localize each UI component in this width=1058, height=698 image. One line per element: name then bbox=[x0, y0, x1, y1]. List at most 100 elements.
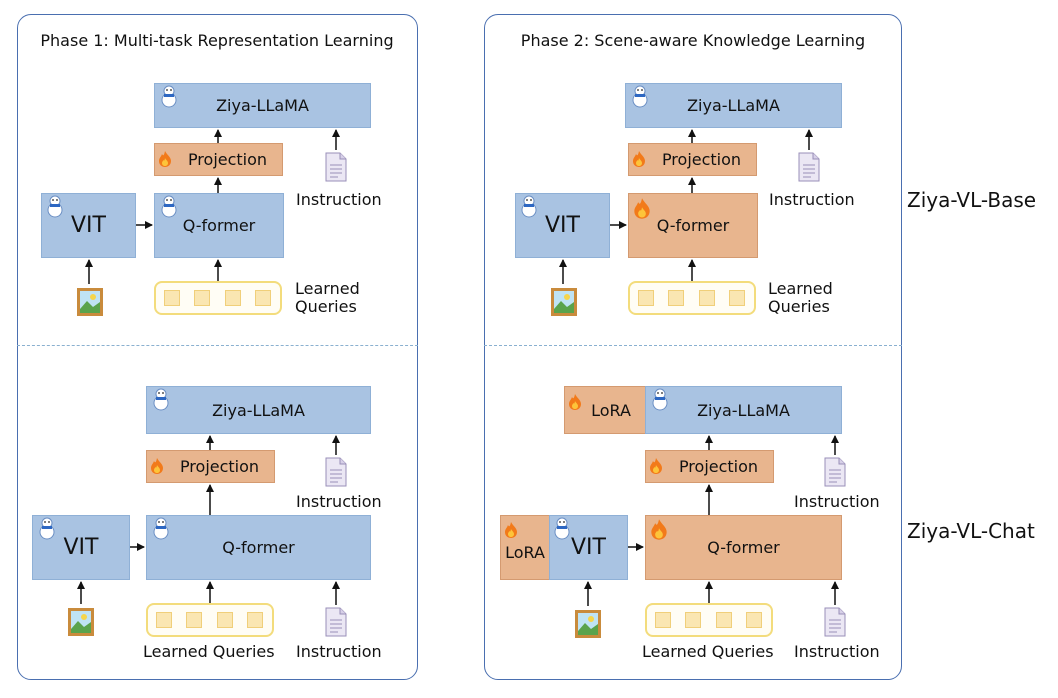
query-token bbox=[247, 612, 263, 628]
llm-label: Ziya-LLaMA bbox=[212, 400, 305, 420]
qformer-label: Q-former bbox=[222, 538, 295, 557]
phase1-panel bbox=[17, 14, 418, 680]
fire-icon bbox=[633, 151, 645, 167]
image-icon bbox=[68, 608, 94, 636]
phase1-title: Phase 1: Multi-task Representation Learn… bbox=[40, 31, 394, 50]
p1c-projection-box: Projection bbox=[146, 450, 275, 483]
snowman-icon bbox=[47, 195, 63, 218]
llm-label: Ziya-LLaMA bbox=[697, 400, 790, 420]
vit-label: VIT bbox=[63, 535, 99, 560]
p2c-learned-queries-text: Learned Queries bbox=[642, 642, 774, 661]
image-icon bbox=[575, 610, 601, 638]
p2c-vit-box: VIT bbox=[549, 515, 628, 580]
p2b-instruction-text: Instruction bbox=[769, 190, 855, 209]
query-token bbox=[685, 612, 701, 628]
image-icon bbox=[551, 288, 577, 316]
document-icon bbox=[824, 607, 846, 637]
phase2-title: Phase 2: Scene-aware Knowledge Learning bbox=[520, 31, 866, 50]
snowman-icon bbox=[632, 85, 648, 108]
phase1-divider bbox=[17, 345, 418, 346]
p1c-learned-queries-text: Learned Queries bbox=[143, 642, 275, 661]
snowman-icon bbox=[161, 85, 177, 108]
query-token bbox=[729, 290, 745, 306]
document-icon bbox=[325, 607, 347, 637]
query-token bbox=[655, 612, 671, 628]
query-token bbox=[164, 290, 180, 306]
snowman-icon bbox=[39, 517, 55, 540]
query-token bbox=[746, 612, 762, 628]
projection-label: Projection bbox=[678, 457, 759, 476]
p2b-queries-text: Queries bbox=[768, 297, 830, 316]
p2c-llm-lora-box: LoRA bbox=[564, 386, 646, 434]
p1c-instruction-bottom-text: Instruction bbox=[296, 642, 382, 661]
document-icon bbox=[325, 152, 347, 182]
p1b-learned-queries bbox=[154, 281, 282, 315]
vit-label: VIT bbox=[71, 213, 106, 238]
phase2-panel bbox=[484, 14, 902, 680]
vit-label: VIT bbox=[571, 535, 606, 560]
p1c-qformer-box: Q-former bbox=[146, 515, 371, 580]
query-token bbox=[638, 290, 654, 306]
query-token bbox=[225, 290, 241, 306]
fire-icon bbox=[634, 198, 650, 219]
p2c-instruction-top-text: Instruction bbox=[794, 492, 880, 511]
query-token bbox=[668, 290, 684, 306]
p1c-instruction-top-text: Instruction bbox=[296, 492, 382, 511]
projection-label: Projection bbox=[187, 150, 268, 169]
p1b-llm-box: Ziya-LLaMA bbox=[154, 83, 371, 128]
qformer-label: Q-former bbox=[182, 216, 256, 235]
p2b-projection-box: Projection bbox=[628, 143, 757, 176]
p1b-qformer-box: Q-former bbox=[154, 193, 284, 258]
fire-icon bbox=[159, 151, 171, 167]
p1b-queries-text: Queries bbox=[295, 297, 357, 316]
snowman-icon bbox=[161, 195, 177, 218]
p1c-learned-queries bbox=[146, 603, 274, 637]
qformer-label: Q-former bbox=[707, 538, 780, 557]
query-token bbox=[255, 290, 271, 306]
projection-label: Projection bbox=[179, 457, 260, 476]
query-token bbox=[186, 612, 202, 628]
fire-icon bbox=[505, 522, 517, 538]
fire-icon bbox=[151, 458, 163, 474]
query-token bbox=[699, 290, 715, 306]
p2b-vit-box: VIT bbox=[515, 193, 610, 258]
fire-icon bbox=[569, 394, 581, 410]
p2c-llm-box: Ziya-LLaMA bbox=[645, 386, 842, 434]
snowman-icon bbox=[153, 388, 169, 411]
projection-label: Projection bbox=[661, 150, 742, 169]
p1b-learned-text: Learned bbox=[295, 279, 360, 298]
phase2-divider bbox=[484, 345, 902, 346]
fire-icon bbox=[650, 458, 662, 474]
query-token bbox=[217, 612, 233, 628]
p2b-llm-box: Ziya-LLaMA bbox=[625, 83, 842, 128]
p1b-instruction-text: Instruction bbox=[296, 190, 382, 209]
snowman-icon bbox=[153, 517, 169, 540]
p1b-projection-box: Projection bbox=[154, 143, 283, 176]
p2c-qformer-box: Q-former bbox=[645, 515, 842, 580]
p2c-instruction-bottom-text: Instruction bbox=[794, 642, 880, 661]
llm-label: Ziya-LLaMA bbox=[687, 96, 780, 115]
llm-label: Ziya-LLaMA bbox=[216, 96, 309, 115]
p2c-learned-queries bbox=[645, 603, 773, 637]
fire-icon bbox=[651, 519, 667, 540]
query-token bbox=[716, 612, 732, 628]
snowman-icon bbox=[521, 195, 537, 218]
row-label-base: Ziya-VL-Base bbox=[907, 188, 1037, 212]
p1c-llm-box: Ziya-LLaMA bbox=[146, 386, 371, 434]
document-icon bbox=[325, 457, 347, 487]
p2b-learned-queries bbox=[628, 281, 756, 315]
document-icon bbox=[798, 152, 820, 182]
row-label-chat: Ziya-VL-Chat bbox=[907, 519, 1035, 543]
lora-label: LoRA bbox=[591, 400, 631, 420]
vit-label: VIT bbox=[545, 213, 580, 238]
qformer-label: Q-former bbox=[656, 216, 730, 235]
image-icon bbox=[77, 288, 103, 316]
p2b-learned-text: Learned bbox=[768, 279, 833, 298]
lora-label: LoRA bbox=[505, 543, 545, 562]
document-icon bbox=[824, 457, 846, 487]
arrow-lines bbox=[77, 129, 839, 606]
p2c-projection-box: Projection bbox=[645, 450, 774, 483]
p2b-qformer-box: Q-former bbox=[628, 193, 758, 258]
query-token bbox=[156, 612, 172, 628]
